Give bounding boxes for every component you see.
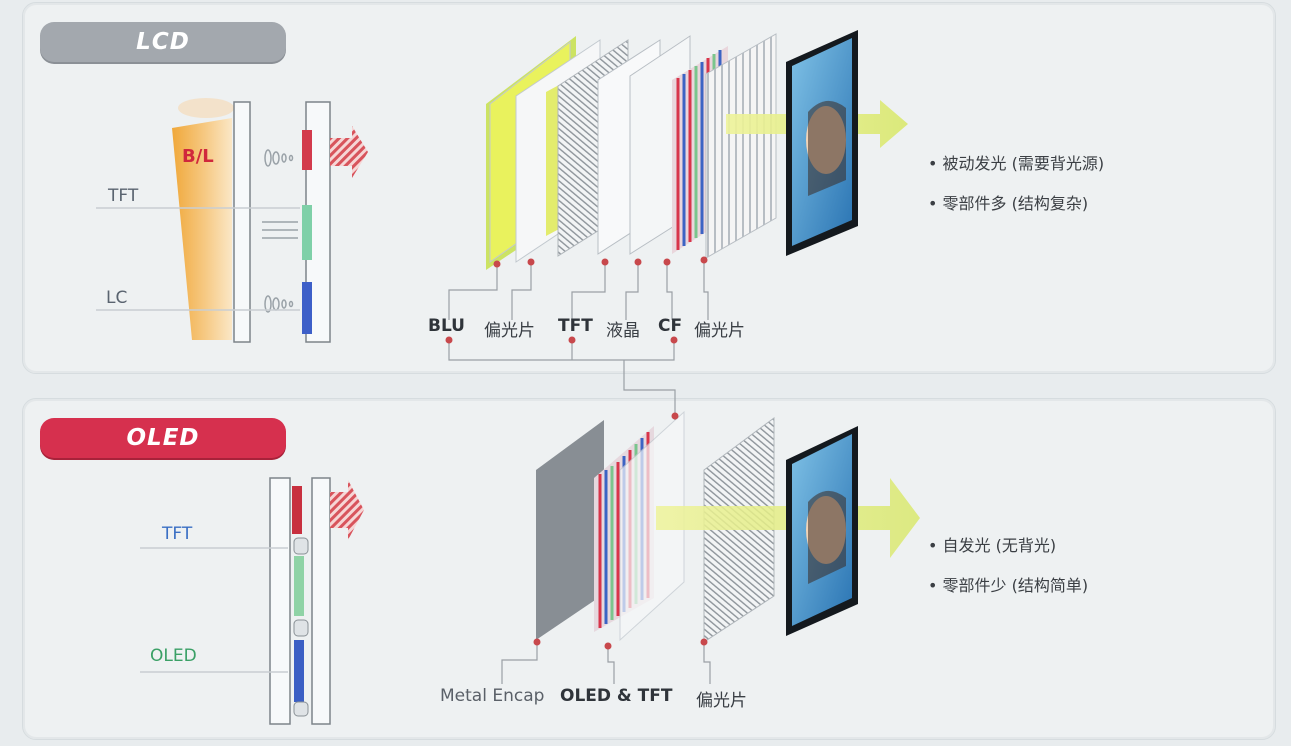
lcd-bullet: • 零部件多 (结构复杂) (928, 194, 1089, 213)
oled-bullet-text: 自发光 (无背光) (942, 536, 1057, 555)
oled-leader-lines (501, 414, 711, 684)
lcd-title: LCD (136, 29, 190, 55)
lcd-layer-label: CF (658, 316, 683, 336)
oled-layer-label: 偏光片 (696, 691, 747, 711)
oled-tft-label: TFT (162, 524, 193, 544)
lcd-bl-label: B/L (182, 146, 214, 167)
lcd-layer-label: 液晶 (606, 321, 640, 341)
lcd-title-badge: LCD (40, 22, 286, 62)
lcd-layer-label: TFT (558, 316, 593, 336)
lcd-exploded-layers (486, 30, 908, 270)
oled-screen-image (786, 426, 858, 636)
lcd-screen-image (786, 30, 858, 256)
lcd-bullet-text: 被动发光 (需要背光源) (942, 154, 1105, 173)
oled-layer-label: Metal Encap (440, 686, 545, 706)
lcd-layer-label: BLU (428, 316, 465, 336)
oled-bullet: • 自发光 (无背光) (928, 536, 1057, 555)
oled-exploded-layers (536, 410, 920, 643)
oled-title: OLED (126, 425, 200, 451)
lcd-cross-section (96, 98, 368, 343)
oled-layer-label: OLED & TFT (560, 686, 673, 706)
lcd-leader-lines (448, 260, 709, 414)
lcd-layer-label: 偏光片 (694, 321, 745, 341)
oled-cross-section (140, 477, 364, 725)
oled-title-badge: OLED (40, 418, 286, 458)
lcd-bullet: • 被动发光 (需要背光源) (928, 154, 1105, 173)
oled-leader-dots (533, 412, 708, 650)
lcd-tft-label: TFT (108, 186, 139, 206)
oled-oled-label: OLED (150, 646, 197, 666)
lcd-leader-dots (445, 256, 708, 344)
oled-bullet-text: 零部件少 (结构简单) (942, 576, 1089, 595)
oled-bullet: • 零部件少 (结构简单) (928, 576, 1089, 595)
lcd-lc-label: LC (106, 288, 128, 308)
lcd-layer-label: 偏光片 (484, 321, 535, 341)
lcd-bullet-text: 零部件多 (结构复杂) (942, 194, 1089, 213)
